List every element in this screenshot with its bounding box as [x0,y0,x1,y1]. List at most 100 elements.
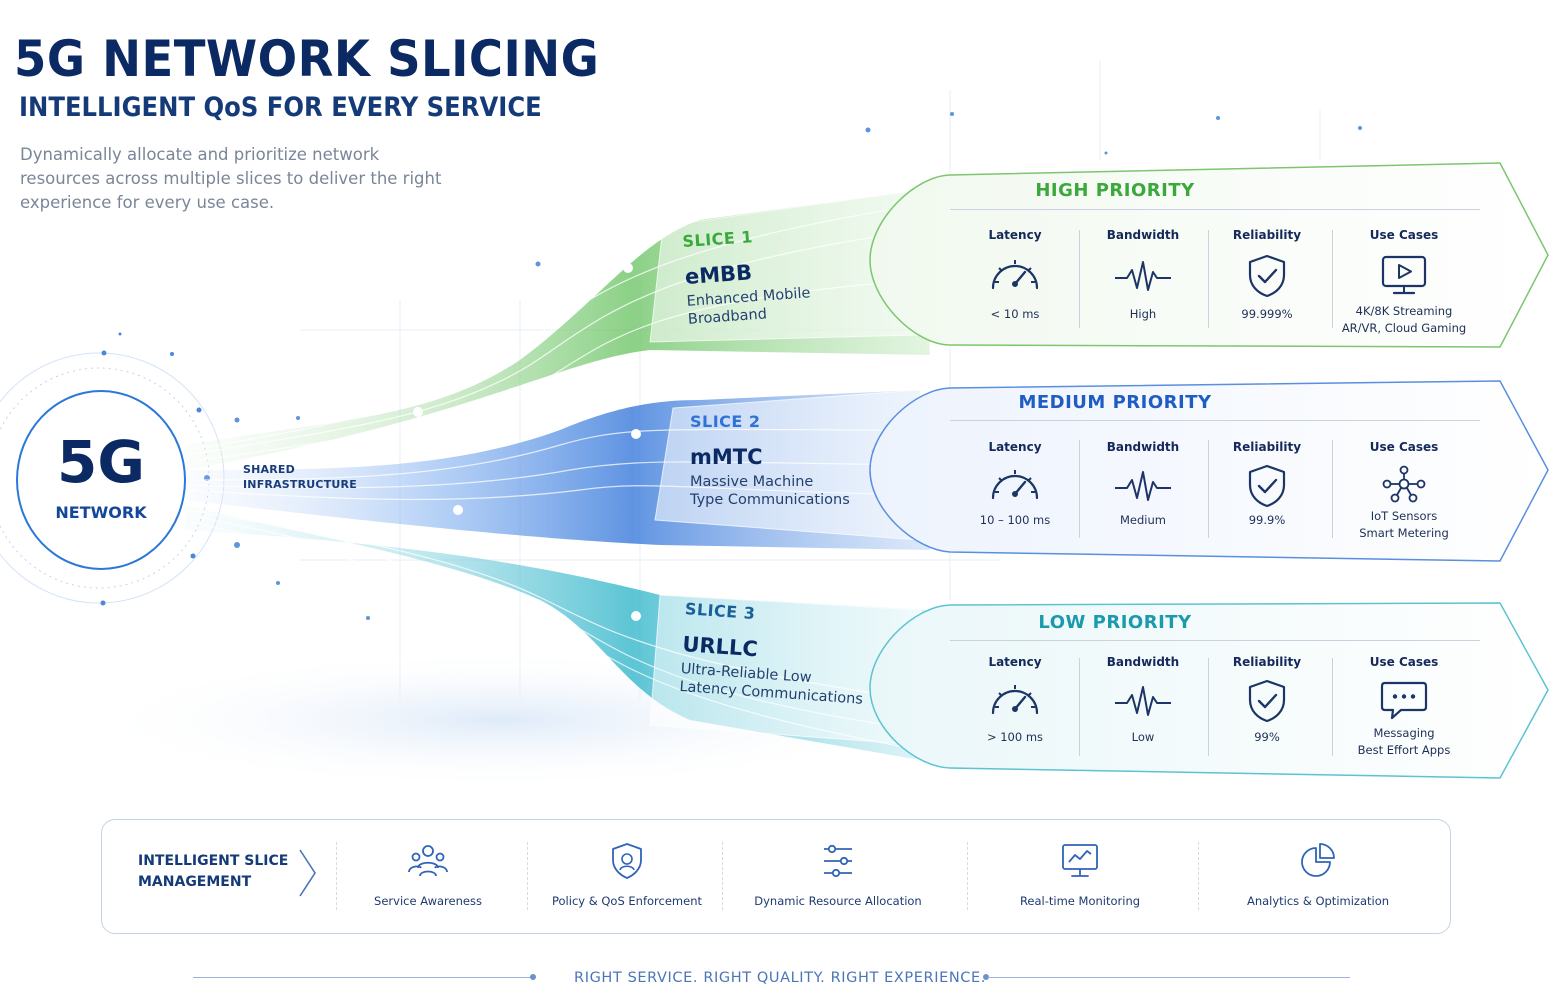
tagline-dot-right [983,974,989,980]
use-cases-header: Use Cases [1369,440,1439,454]
tagline-rule-right [988,977,1350,978]
tagline: RIGHT SERVICE. RIGHT QUALITY. RIGHT EXPE… [574,970,986,986]
chevron-right-icon [299,849,316,897]
latency-metric: Latency > 100 ms [970,655,1060,746]
latency-value: > 100 ms [986,730,1044,744]
management-item-label: Real-time Monitoring [1019,894,1141,908]
shared-infrastructure-label: SHARED INFRASTRUCTURE [243,462,357,492]
management-divider [722,842,723,910]
slice-1-label: SLICE 1 eMBB Enhanced Mobile Broadband [682,218,888,329]
intelligent-slice-management-bar: INTELLIGENT SLICE MANAGEMENT Service Awa… [101,819,1451,934]
metric-divider [1079,440,1080,538]
play-screen-icon [1381,255,1427,295]
tagline-dot-left [530,974,536,980]
shield-icon [612,843,642,879]
users-icon [408,845,448,877]
management-item-label: Analytics & Optimization [1246,894,1390,908]
reliability-value: 99.9% [1248,513,1286,527]
latency-value: < 10 ms [990,307,1040,321]
metric-divider [1079,230,1080,328]
page-title: 5G NETWORK SLICING [14,30,600,88]
shared-label-line1: SHARED [243,463,295,476]
panel-divider [950,420,1480,421]
reliability-metric: Reliability 99% [1222,655,1312,746]
iot-network-icon [1382,465,1426,503]
waveform-icon [1115,471,1171,501]
metric-divider [1208,658,1209,756]
slice-3-label: SLICE 3 URLLC Ultra-Reliable Low Latency… [679,599,885,710]
hub-5g-text: 5G [57,428,145,496]
management-item-realtime-monitoring[interactable]: Real-time Monitoring [1010,842,1150,908]
gauge-icon [991,470,1039,500]
management-title: INTELLIGENT SLICE MANAGEMENT [138,851,288,893]
latency-header: Latency [988,440,1042,454]
management-title-line2: MANAGEMENT [138,874,252,890]
metric-divider [1332,658,1333,756]
bandwidth-header: Bandwidth [1106,228,1180,242]
high-priority-title: HIGH PRIORITY [1035,180,1195,201]
use-case-line1: IoT Sensors [1370,509,1438,523]
shield-check-icon [1248,464,1286,508]
medium-priority-title: MEDIUM PRIORITY [1018,392,1212,413]
page-subtitle: INTELLIGENT QoS FOR EVERY SERVICE [19,92,542,123]
management-item-label: Policy & QoS Enforcement [552,894,702,908]
bandwidth-header: Bandwidth [1106,440,1180,454]
gauge-icon [991,685,1039,715]
use-cases-header: Use Cases [1369,228,1439,242]
waveform-icon [1115,261,1171,291]
hub-network-label: NETWORK [55,503,147,522]
latency-metric: Latency < 10 ms [970,228,1060,323]
use-cases-header: Use Cases [1369,655,1439,669]
bandwidth-header: Bandwidth [1106,655,1180,669]
bandwidth-metric: Bandwidth High [1098,228,1188,323]
bandwidth-value: Medium [1120,513,1166,527]
use-case-line1: Messaging [1373,726,1435,740]
management-divider [336,842,337,910]
use-case-line2: AR/VR, Cloud Gaming [1341,321,1467,335]
slice-2-desc-line1: Massive Machine [690,474,814,490]
use-case-line1: 4K/8K Streaming [1355,304,1453,318]
slice-2-label: SLICE 2 mMTC Massive Machine Type Commun… [690,412,890,509]
bandwidth-value: High [1129,307,1157,321]
sliders-icon [824,844,852,878]
shared-label-line2: INFRASTRUCTURE [243,478,357,491]
management-divider [967,842,968,910]
metric-divider [1332,230,1333,328]
reliability-value: 99.999% [1241,307,1293,321]
latency-metric: Latency 10 – 100 ms [970,440,1060,529]
gauge-icon [991,260,1039,290]
management-item-label: Service Awareness [374,894,482,908]
chat-bubble-icon [1380,681,1428,720]
metric-divider [1332,440,1333,538]
metric-divider [1208,230,1209,328]
slice-2-description: Massive Machine Type Communications [690,473,890,509]
reliability-value: 99% [1254,730,1280,744]
use-case-line2: Best Effort Apps [1357,743,1451,757]
panel-divider [950,640,1480,641]
management-divider [527,842,528,910]
management-item-analytics[interactable]: Analytics & Optimization [1238,842,1398,908]
management-item-policy-qos[interactable]: Policy & QoS Enforcement [547,842,707,908]
management-item-dynamic-resource[interactable]: Dynamic Resource Allocation [748,842,928,908]
use-cases-metric: Use Cases 4K/8K Streaming AR/VR, Cloud G… [1334,228,1474,337]
bandwidth-metric: Bandwidth Low [1098,655,1188,746]
reliability-header: Reliability [1232,228,1302,242]
metric-divider [1079,658,1080,756]
5g-network-hub: 5G NETWORK [16,390,186,570]
latency-header: Latency [988,228,1042,242]
use-cases-metric: Use Cases Messaging Best Effort Apps [1334,655,1474,759]
low-priority-title: LOW PRIORITY [1038,612,1192,633]
shield-check-icon [1248,254,1286,298]
latency-header: Latency [988,655,1042,669]
slice-2-name: mMTC [690,445,763,469]
reliability-metric: Reliability 99.999% [1222,228,1312,323]
management-item-service-awareness[interactable]: Service Awareness [358,842,498,908]
bandwidth-value: Low [1131,730,1155,744]
intro-text: Dynamically allocate and prioritize netw… [20,145,442,212]
bandwidth-metric: Bandwidth Medium [1098,440,1188,529]
monitor-chart-icon [1062,844,1098,877]
tagline-rule-left [193,977,533,978]
management-divider [1198,842,1199,910]
management-item-label: Dynamic Resource Allocation [754,894,922,908]
